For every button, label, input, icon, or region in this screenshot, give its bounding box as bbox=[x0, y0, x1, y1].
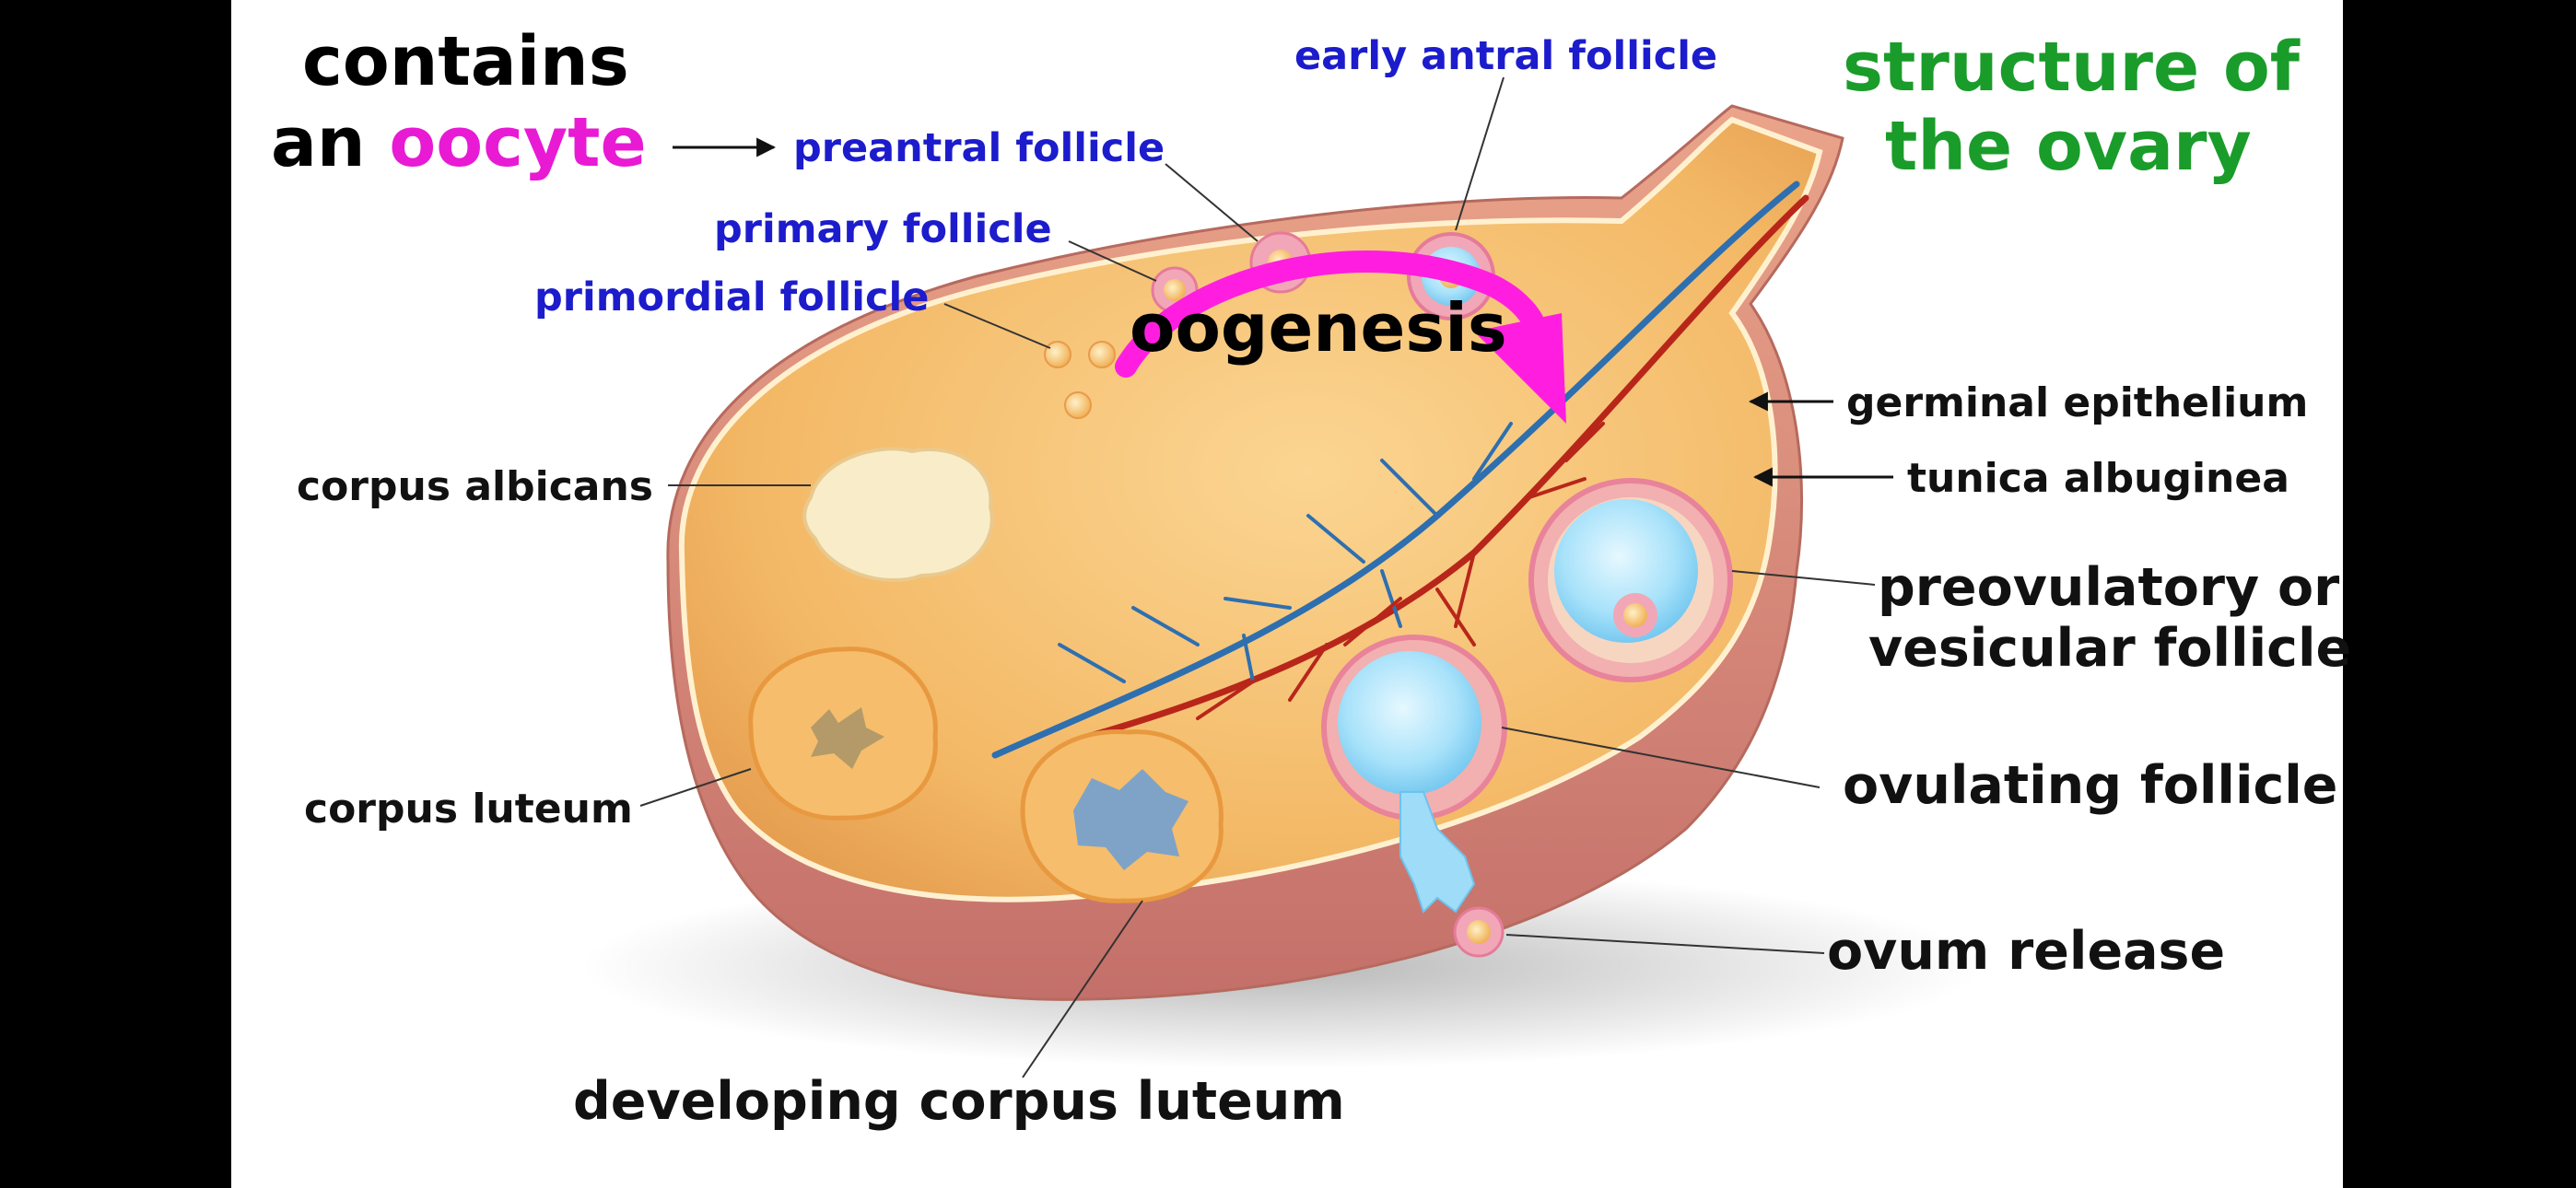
released-ovum bbox=[1453, 906, 1505, 958]
label-preovulatory-line-2: vesicular follicle bbox=[1868, 618, 2352, 679]
label-oogenesis: oogenesis bbox=[1130, 289, 1507, 367]
label-early-antral-follicle: early antral follicle bbox=[1294, 33, 1718, 79]
label-corpus-albicans: corpus albicans bbox=[297, 463, 653, 510]
label-germinal-epithelium: germinal epithelium bbox=[1846, 379, 2309, 426]
label-corpus-luteum: corpus luteum bbox=[304, 786, 633, 833]
primordial-follicles bbox=[1044, 341, 1116, 419]
developing-corpus-luteum bbox=[1020, 728, 1224, 903]
label-ovulating-follicle: ovulating follicle bbox=[1843, 755, 2338, 816]
label-contains: contains bbox=[302, 22, 629, 101]
label-preantral-follicle: preantral follicle bbox=[793, 125, 1165, 171]
label-developing-corpus-luteum: developing corpus luteum bbox=[573, 1071, 1345, 1132]
pointer-arrows bbox=[673, 137, 1893, 487]
label-primary-follicle: primary follicle bbox=[714, 206, 1052, 252]
title-line-1: structure of bbox=[1843, 28, 2300, 107]
label-preovulatory-line-1: preovulatory or bbox=[1878, 557, 2340, 618]
label-ovum-release: ovum release bbox=[1827, 921, 2226, 982]
preovulatory-follicle bbox=[1528, 478, 1733, 682]
blood-vessels bbox=[991, 181, 1809, 759]
corpus-albicans bbox=[802, 447, 994, 583]
label-an: an oocyte bbox=[271, 109, 647, 177]
leader-lines bbox=[639, 76, 1876, 1078]
label-tunica-albuginea: tunica albuginea bbox=[1907, 455, 2289, 502]
label-oocyte: oocyte bbox=[389, 103, 647, 182]
title-line-2: the ovary bbox=[1885, 107, 2252, 186]
label-an-text: an bbox=[271, 103, 366, 182]
corpus-luteum bbox=[748, 646, 938, 821]
label-primordial-follicle: primordial follicle bbox=[534, 274, 930, 320]
oogenesis-arrow bbox=[1115, 250, 1566, 424]
